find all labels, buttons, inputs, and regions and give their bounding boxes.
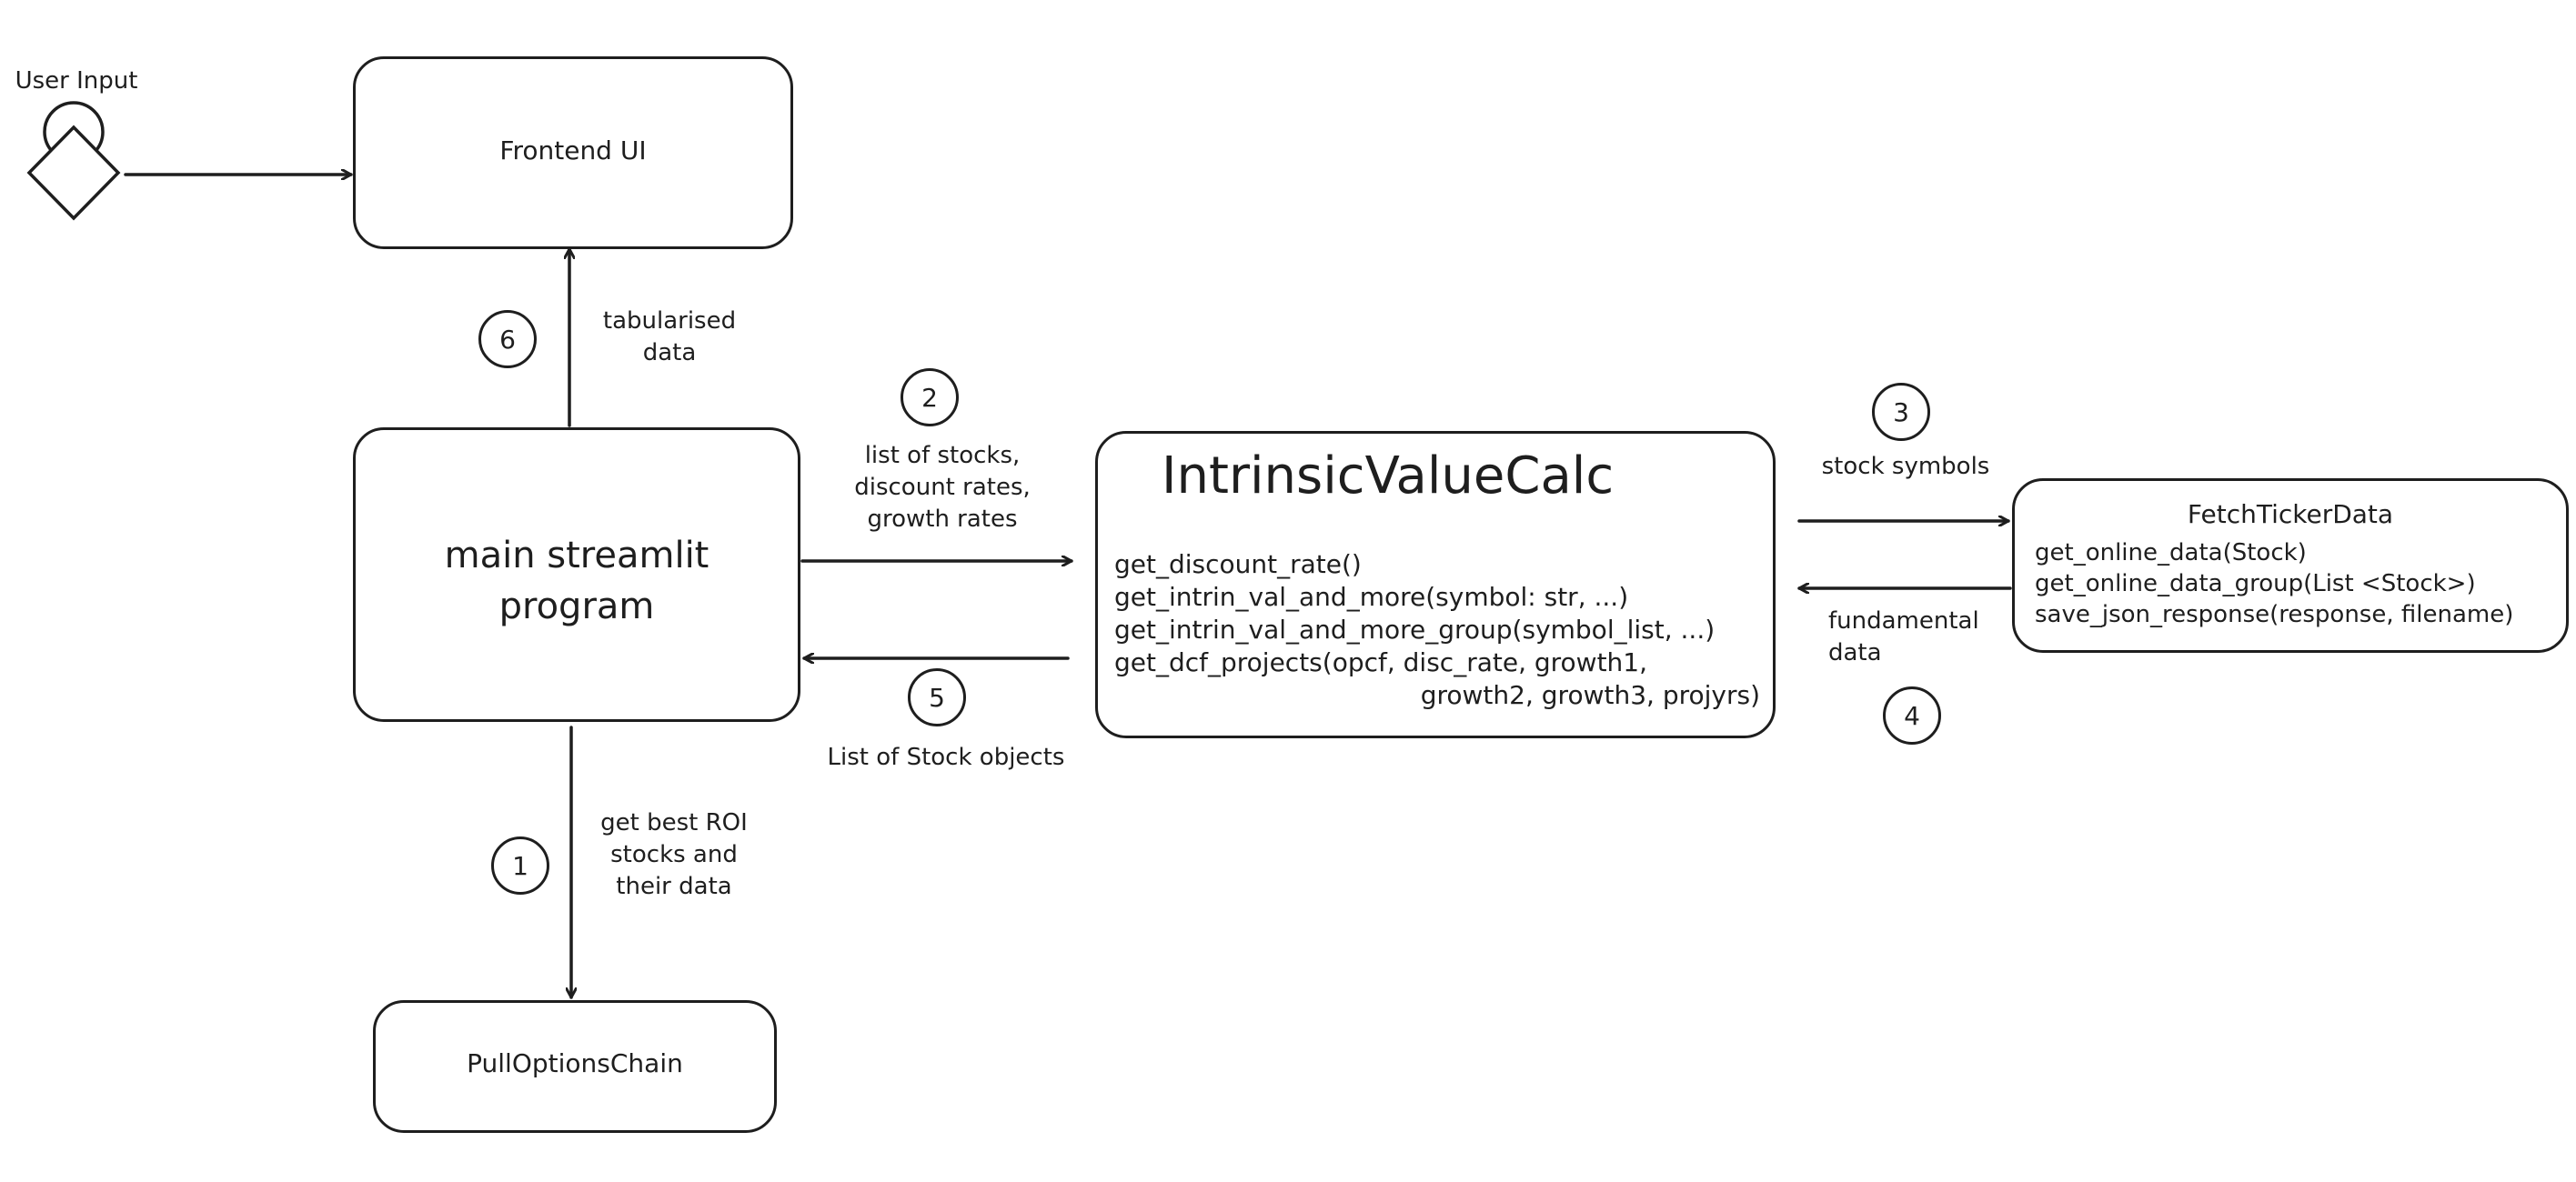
fetch-ticker-data-title: FetchTickerData: [2187, 499, 2394, 529]
pull-options-chain-title: PullOptionsChain: [467, 1048, 683, 1078]
step-3-badge: 3: [1872, 383, 1930, 441]
user-input-label: User Input: [15, 67, 138, 95]
step-4-label: fundamental data: [1828, 606, 1992, 669]
intrinsic-method: get_discount_rate(): [1114, 549, 1362, 579]
pull-options-chain-box: PullOptionsChain: [373, 1000, 777, 1133]
step-6-badge: 6: [478, 310, 537, 368]
step-5-label: List of Stock objects: [800, 742, 1092, 774]
step-2-label-line: list of stocks,: [864, 442, 1021, 469]
step-6-label: tabularised data: [579, 306, 760, 369]
intrinsic-value-calc-title: IntrinsicValueCalc: [1162, 446, 1615, 506]
step-2-label-line: growth rates: [867, 506, 1018, 533]
step-5-label-line: List of Stock objects: [827, 744, 1065, 771]
step-3-label: stock symbols: [1801, 451, 2010, 483]
step-5-badge: 5: [908, 668, 966, 726]
step-6-label-line: data: [642, 339, 697, 366]
main-program-title-line2: program: [498, 586, 655, 627]
intrinsic-method-list: get_discount_rate() get_intrin_val_and_m…: [1114, 548, 1760, 712]
step-3-label-line: stock symbols: [1821, 453, 1990, 480]
fetch-method: save_json_response(response, filename): [2035, 601, 2514, 628]
step-4-badge: 4: [1883, 686, 1941, 745]
step-4-label-line: fundamental: [1828, 607, 1979, 635]
fetch-method-list: get_online_data(Stock) get_online_data_g…: [2035, 537, 2513, 630]
step-2-badge: 2: [901, 368, 959, 426]
intrinsic-method: get_intrin_val_and_more(symbol: str, ...…: [1114, 582, 1629, 612]
step-2-label-line: discount rates,: [854, 474, 1031, 501]
intrinsic-method-continuation: growth2, growth3, projyrs): [1420, 680, 1760, 710]
frontend-ui-title: Frontend UI: [499, 135, 647, 165]
intrinsic-method: get_intrin_val_and_more_group(symbol_lis…: [1114, 615, 1716, 645]
frontend-ui-box: Frontend UI: [353, 56, 793, 249]
user-input-icon: [26, 101, 121, 221]
fetch-ticker-data-box: FetchTickerData get_online_data(Stock) g…: [2012, 478, 2569, 653]
main-program-title-line1: main streamlit: [444, 535, 709, 576]
step-1-badge: 1: [491, 836, 549, 895]
step-1-label: get best ROI stocks and their data: [579, 807, 770, 903]
step-2-label: list of stocks, discount rates, growth r…: [815, 440, 1070, 536]
intrinsic-method: get_dcf_projects(opcf, disc_rate, growth…: [1114, 647, 1648, 677]
step-1-label-line: stocks and: [610, 841, 738, 868]
step-4-label-line: data: [1828, 639, 1882, 666]
main-program-title: main streamlit program: [356, 530, 798, 632]
fetch-method: get_online_data_group(List <Stock>): [2035, 570, 2476, 597]
main-program-box: main streamlit program: [353, 427, 800, 722]
intrinsic-value-calc-box: IntrinsicValueCalc get_discount_rate() g…: [1095, 431, 1776, 738]
step-6-label-line: tabularised: [602, 307, 737, 335]
fetch-method: get_online_data(Stock): [2035, 539, 2307, 566]
step-1-label-line: their data: [616, 873, 732, 900]
step-1-label-line: get best ROI: [600, 809, 748, 836]
